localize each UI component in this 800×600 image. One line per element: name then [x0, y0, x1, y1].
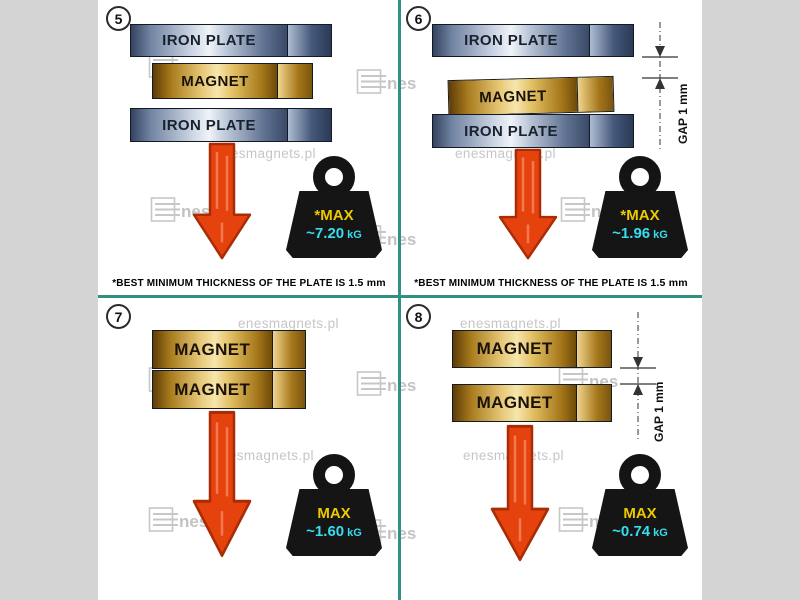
gap-dimension-lines — [620, 312, 656, 440]
magnet-label: MAGNET — [476, 393, 553, 412]
magnet-label: MAGNET — [181, 72, 249, 90]
iron-plate: IRON PLATE — [130, 108, 332, 142]
pull-force-arrow-icon — [488, 424, 552, 562]
weight-max-label: *MAX — [314, 207, 354, 224]
iron-plate-side-face — [589, 25, 633, 56]
magnet-label: MAGNET — [479, 87, 547, 106]
panel-number-6: 6 — [406, 6, 431, 31]
divider-horizontal — [98, 295, 702, 298]
magnet: MAGNET — [152, 370, 306, 409]
enes-logo-icon — [356, 68, 420, 96]
footnote: *BEST MINIMUM THICKNESS OF THE PLATE IS … — [112, 277, 386, 289]
iron-plate-label: IRON PLATE — [464, 32, 558, 49]
magnet-label: MAGNET — [476, 339, 553, 358]
gap-dimension-lines — [642, 22, 678, 150]
pull-force-arrow-icon — [190, 410, 254, 558]
iron-plate-side-face — [589, 115, 633, 147]
iron-plate-label: IRON PLATE — [464, 122, 558, 140]
magnet-label: MAGNET — [174, 339, 251, 359]
weight-max-label: *MAX — [620, 207, 660, 224]
panel-number-5: 5 — [106, 6, 131, 31]
gap-label: GAP 1 mm — [676, 83, 690, 144]
iron-plate-label: IRON PLATE — [162, 116, 256, 134]
footnote: *BEST MINIMUM THICKNESS OF THE PLATE IS … — [414, 277, 688, 289]
watermark-site: enesmagnets.pl — [238, 316, 339, 331]
magnet: MAGNET — [452, 384, 612, 422]
magnet-label: MAGNET — [174, 379, 251, 399]
magnet-side-face — [271, 331, 305, 368]
divider-vertical — [398, 0, 401, 600]
magnet: MAGNET — [152, 63, 313, 99]
panel-number-7: 7 — [106, 304, 131, 329]
panel-number-8: 8 — [406, 304, 431, 329]
iron-plate-label: IRON PLATE — [162, 32, 256, 49]
iron-plate: IRON PLATE — [432, 24, 634, 57]
enes-logo-icon — [356, 370, 420, 398]
iron-plate: IRON PLATE — [130, 24, 332, 57]
watermark-site: enesmagnets.pl — [460, 316, 561, 331]
magnet: MAGNET — [447, 75, 615, 117]
watermark-site: enesmagnets.pl — [215, 146, 316, 161]
magnet: MAGNET — [152, 330, 306, 369]
gap-label: GAP 1 mm — [652, 381, 666, 442]
weight-max-label: MAX — [623, 505, 657, 522]
watermark-site: enesmagnets.pl — [213, 448, 314, 463]
pull-force-arrow-icon — [190, 142, 254, 260]
magnet: MAGNET — [452, 330, 612, 368]
magnet-side-face — [576, 331, 611, 367]
pull-force-arrow-icon — [496, 148, 560, 260]
weight-max-label: MAX — [317, 505, 351, 522]
iron-plate-side-face — [287, 25, 331, 56]
magnet-side-face — [271, 371, 305, 408]
iron-plate: IRON PLATE — [432, 114, 634, 148]
magnet-side-face — [576, 76, 614, 112]
magnet-side-face — [576, 385, 611, 421]
iron-plate-side-face — [287, 109, 331, 141]
magnet-side-face — [277, 64, 312, 98]
